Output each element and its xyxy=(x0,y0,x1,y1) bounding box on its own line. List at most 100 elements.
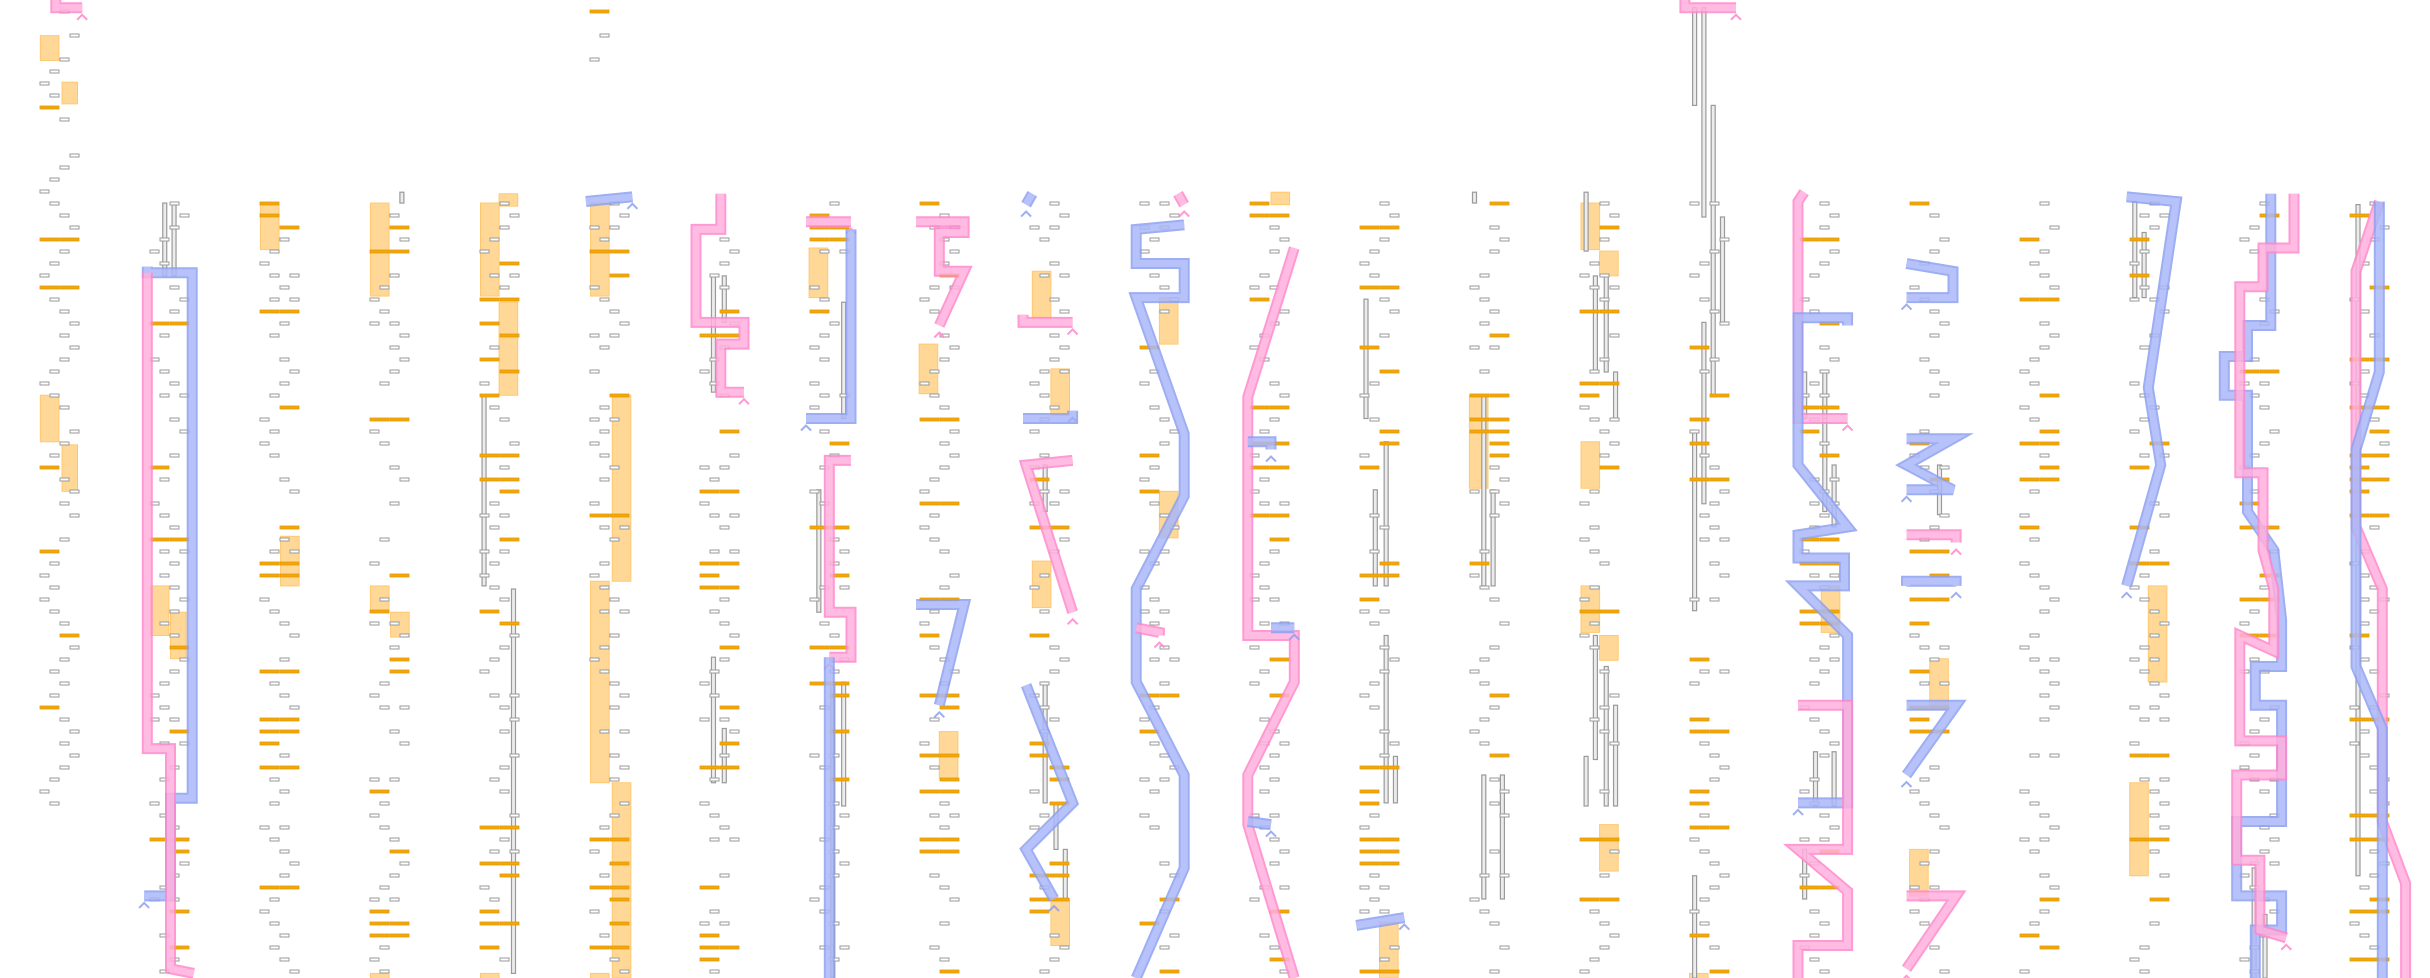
route-end-arrow-icon xyxy=(1841,424,1854,432)
cell-marker xyxy=(1709,753,1720,758)
cell-marker xyxy=(1829,249,1840,254)
cell-marker xyxy=(279,957,290,962)
marker-bar xyxy=(1689,729,1710,734)
route-edge xyxy=(1242,246,1300,978)
vertical-bar xyxy=(1701,321,1707,505)
cell-marker xyxy=(2259,849,2270,854)
cell-marker xyxy=(2029,921,2040,926)
route-end-arrow-icon xyxy=(1020,210,1032,218)
cell-marker xyxy=(289,705,300,710)
marker-bar xyxy=(919,201,940,206)
cell-marker xyxy=(1719,873,1730,878)
cell-marker xyxy=(1909,633,1920,638)
cell-marker xyxy=(2139,945,2150,950)
cell-marker xyxy=(2039,201,2050,206)
cell-marker xyxy=(1819,813,1830,818)
marker-bar xyxy=(2039,429,2060,434)
route-end-arrow-icon xyxy=(1265,830,1277,838)
highlight-block xyxy=(369,972,390,978)
cell-marker xyxy=(2029,537,2040,542)
cell-marker xyxy=(839,585,850,590)
route-blue xyxy=(1247,816,1277,838)
cell-marker xyxy=(1709,201,1720,206)
vertical-bar xyxy=(1481,774,1487,900)
marker-bar xyxy=(1909,621,1930,626)
marker-bar xyxy=(2129,753,2150,758)
cell-marker xyxy=(1579,537,1590,542)
cell-marker xyxy=(1699,369,1710,374)
cell-marker xyxy=(1469,669,1480,674)
cell-marker xyxy=(1709,885,1720,890)
cell-marker xyxy=(1359,825,1370,830)
cell-marker xyxy=(1919,861,1930,866)
cell-marker xyxy=(1259,717,1270,722)
marker-bar xyxy=(499,489,520,494)
route-pink xyxy=(916,216,973,339)
marker-bar xyxy=(1689,441,1710,446)
cell-marker xyxy=(389,273,400,278)
cell-marker xyxy=(1809,381,1820,386)
cell-marker xyxy=(1719,237,1730,242)
cell-marker xyxy=(1829,633,1840,638)
cell-marker xyxy=(59,441,70,446)
cell-marker xyxy=(599,429,610,434)
cell-marker xyxy=(1029,789,1040,794)
cell-marker xyxy=(49,801,60,806)
marker-bar xyxy=(2039,441,2060,446)
cell-marker xyxy=(1599,429,1610,434)
route-blue xyxy=(1020,191,1038,218)
route-end-arrow-icon xyxy=(1730,13,1742,21)
route-end-arrow-icon xyxy=(2280,943,2292,951)
route-pink xyxy=(2231,193,2300,951)
marker-bar xyxy=(1929,549,1950,554)
route-blue xyxy=(1023,410,1079,424)
cell-marker xyxy=(1049,405,1060,410)
route-fill xyxy=(1355,914,1405,929)
cell-marker xyxy=(499,417,510,422)
marker-bar xyxy=(369,909,390,914)
marker-bar xyxy=(1819,237,1840,242)
cell-marker xyxy=(1499,477,1510,482)
cell-marker xyxy=(719,261,730,266)
cell-marker xyxy=(2359,933,2370,938)
highlight-block xyxy=(39,35,60,61)
vertical-bar xyxy=(1583,755,1589,807)
cell-marker xyxy=(1919,777,1930,782)
marker-bar xyxy=(1599,465,1620,470)
cell-marker xyxy=(499,549,510,554)
cell-marker xyxy=(379,681,390,686)
cell-marker xyxy=(509,717,520,722)
cell-marker xyxy=(1039,453,1050,458)
cell-marker xyxy=(1709,357,1720,362)
marker-bar xyxy=(2129,237,2150,242)
cell-marker xyxy=(59,717,70,722)
route-end-arrow-icon xyxy=(1792,808,1804,816)
cell-marker xyxy=(609,537,620,542)
marker-bar xyxy=(1799,621,1820,626)
cell-marker xyxy=(2029,753,2040,758)
cell-marker xyxy=(2139,345,2150,350)
cell-marker xyxy=(1039,273,1050,278)
marker-bar xyxy=(2149,561,2170,566)
cell-marker xyxy=(1699,897,1710,902)
marker-bar xyxy=(1139,453,1160,458)
marker-bar xyxy=(499,825,520,830)
marker-bar xyxy=(589,9,610,14)
vertical-bar xyxy=(1701,7,1707,218)
highlight-block xyxy=(1599,824,1619,872)
cell-marker xyxy=(2159,693,2170,698)
marker-bar xyxy=(699,585,720,590)
marker-bar xyxy=(609,897,630,902)
cell-marker xyxy=(2139,417,2150,422)
cell-marker xyxy=(1799,789,1810,794)
cell-marker xyxy=(489,897,500,902)
marker-bar xyxy=(939,849,960,854)
cell-marker xyxy=(2139,453,2150,458)
cell-markers xyxy=(39,9,2390,974)
route-end-arrow-icon xyxy=(1902,974,1911,978)
route-fill xyxy=(825,456,855,661)
cell-marker xyxy=(1929,309,1940,314)
cell-marker xyxy=(1379,645,1390,650)
cell-marker xyxy=(59,741,70,746)
cell-marker xyxy=(1699,813,1710,818)
